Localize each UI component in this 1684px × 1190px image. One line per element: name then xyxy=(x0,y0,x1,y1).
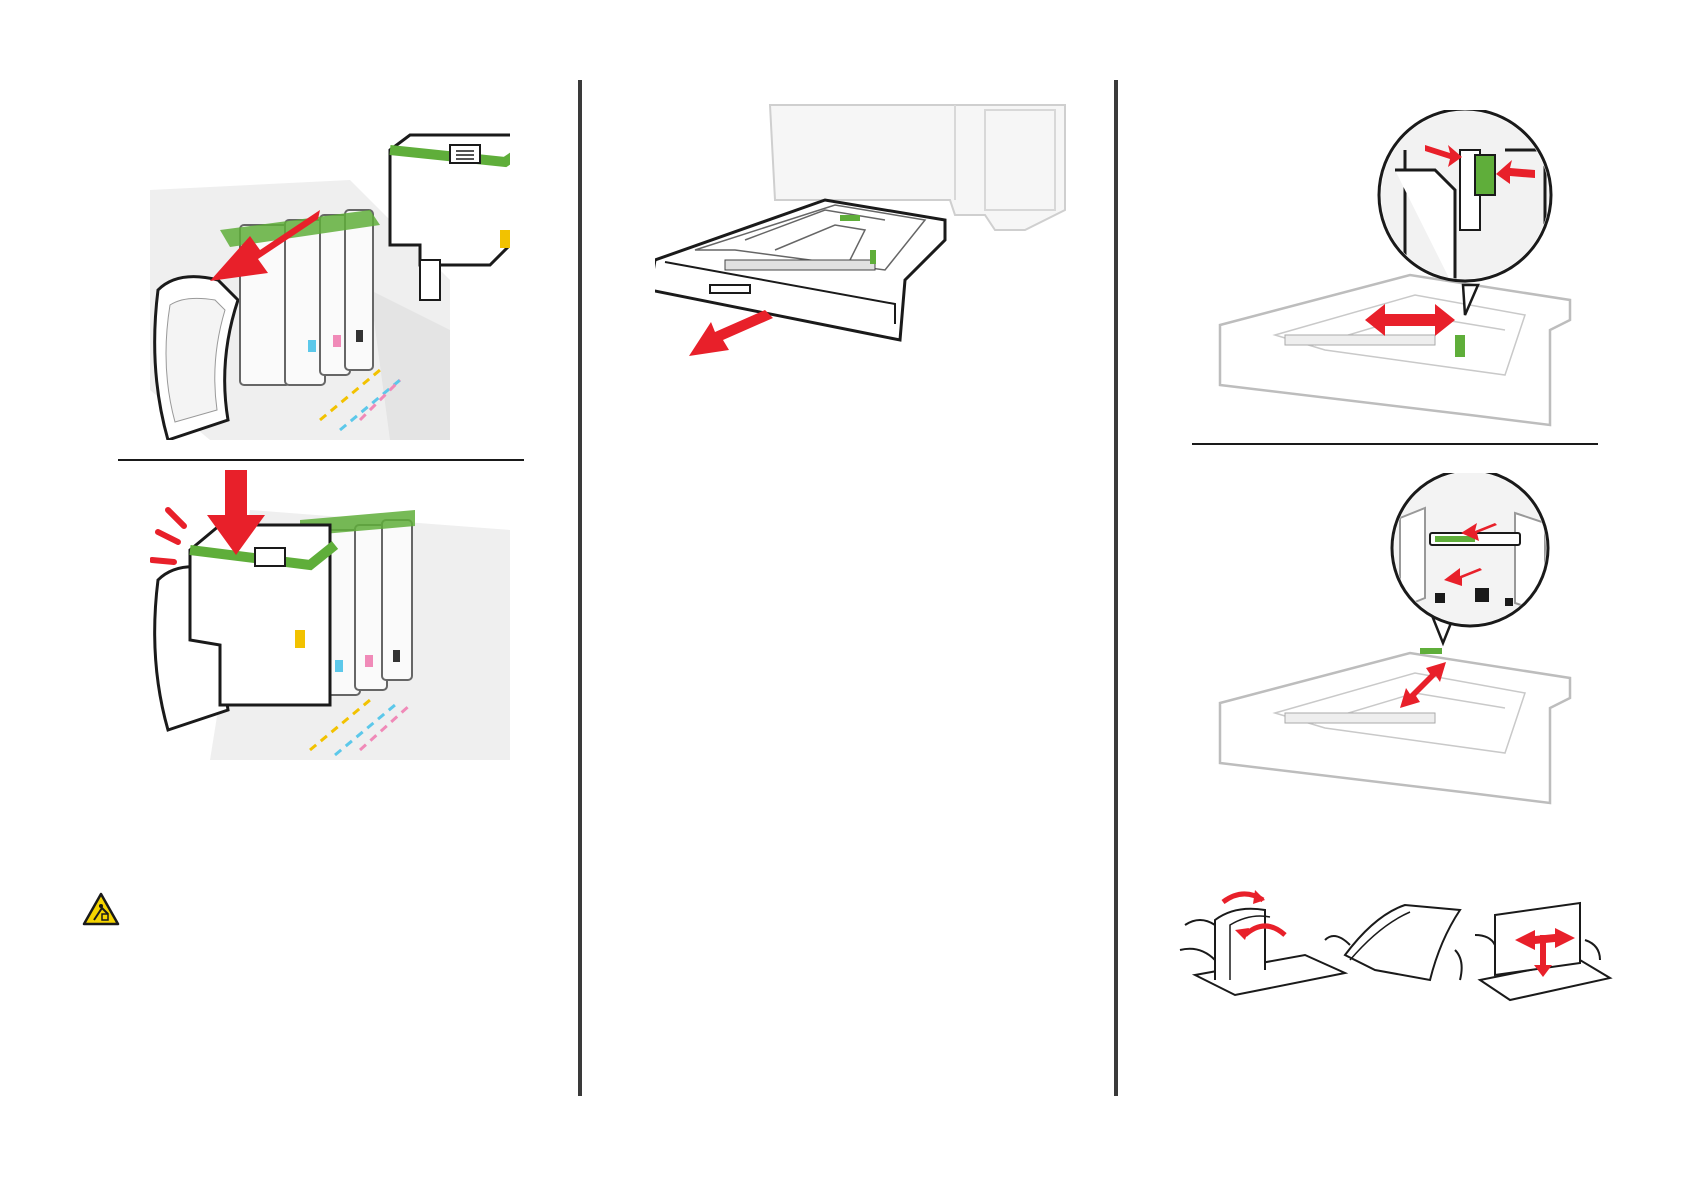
tip-over-hazard-icon xyxy=(82,892,120,926)
flex-fan-align-illustration xyxy=(1175,880,1615,1020)
remove-toner-illustration xyxy=(150,130,510,440)
fan-paper-panel xyxy=(1325,905,1462,980)
insert-toner-illustration xyxy=(150,470,510,760)
pull-out-tray-illustration xyxy=(655,100,1075,360)
adjust-width-guides-illustration xyxy=(1215,110,1605,428)
column-divider-left xyxy=(578,80,582,1096)
figure-separator-col1 xyxy=(118,459,524,461)
flex-paper-panel xyxy=(1180,890,1345,995)
adjust-length-guide-illustration xyxy=(1215,473,1605,813)
figure-separator-col3 xyxy=(1192,443,1598,445)
align-paper-panel xyxy=(1475,903,1610,1000)
column-divider-right xyxy=(1114,80,1118,1096)
